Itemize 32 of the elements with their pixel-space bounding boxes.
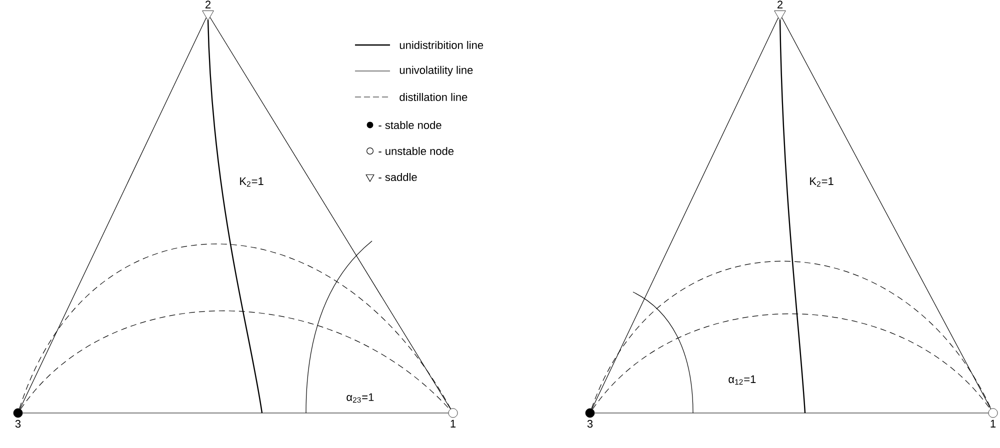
saddle-marker	[202, 10, 214, 21]
vertex-label: 3	[587, 420, 593, 428]
stable-node-dot	[13, 408, 23, 418]
triangle-side	[210, 17, 451, 410]
triangle-side	[782, 17, 992, 410]
distillation-curve	[19, 244, 452, 410]
legend-text: - unstable node	[378, 146, 454, 156]
stable-node-dot	[585, 408, 595, 418]
saddle-marker	[774, 10, 786, 21]
curve-label: α$_{23}$=1	[346, 393, 374, 403]
triangle-side	[20, 17, 207, 410]
distillation-curve	[591, 260, 992, 410]
vertex-label: 3	[15, 420, 21, 428]
distillation-curve	[592, 314, 991, 410]
distillation-curve	[20, 310, 450, 410]
legend-text: - saddle	[378, 172, 417, 182]
curve-label: K$_{2}$=1	[810, 177, 834, 187]
triangle-side	[592, 17, 778, 410]
triangle-side	[22, 412, 449, 414]
legend-text: - stable node	[378, 120, 442, 130]
legend-text: unidistribition line	[400, 40, 484, 50]
vertex-label: 1	[990, 420, 996, 428]
vertex-label: 1	[450, 420, 456, 428]
triangle-side	[594, 412, 989, 414]
vertex-label: 2	[778, 0, 783, 8]
curve-label: α$_{12}$=1	[728, 375, 756, 385]
unstable-node-circle	[988, 408, 998, 418]
legend-text: distillation line	[400, 92, 468, 102]
vertex-label: 2	[206, 0, 211, 8]
unstable-node-circle	[448, 408, 458, 418]
curve-label: K$_{2}$=1	[240, 177, 264, 187]
legend-text: univolatility line	[400, 66, 473, 76]
